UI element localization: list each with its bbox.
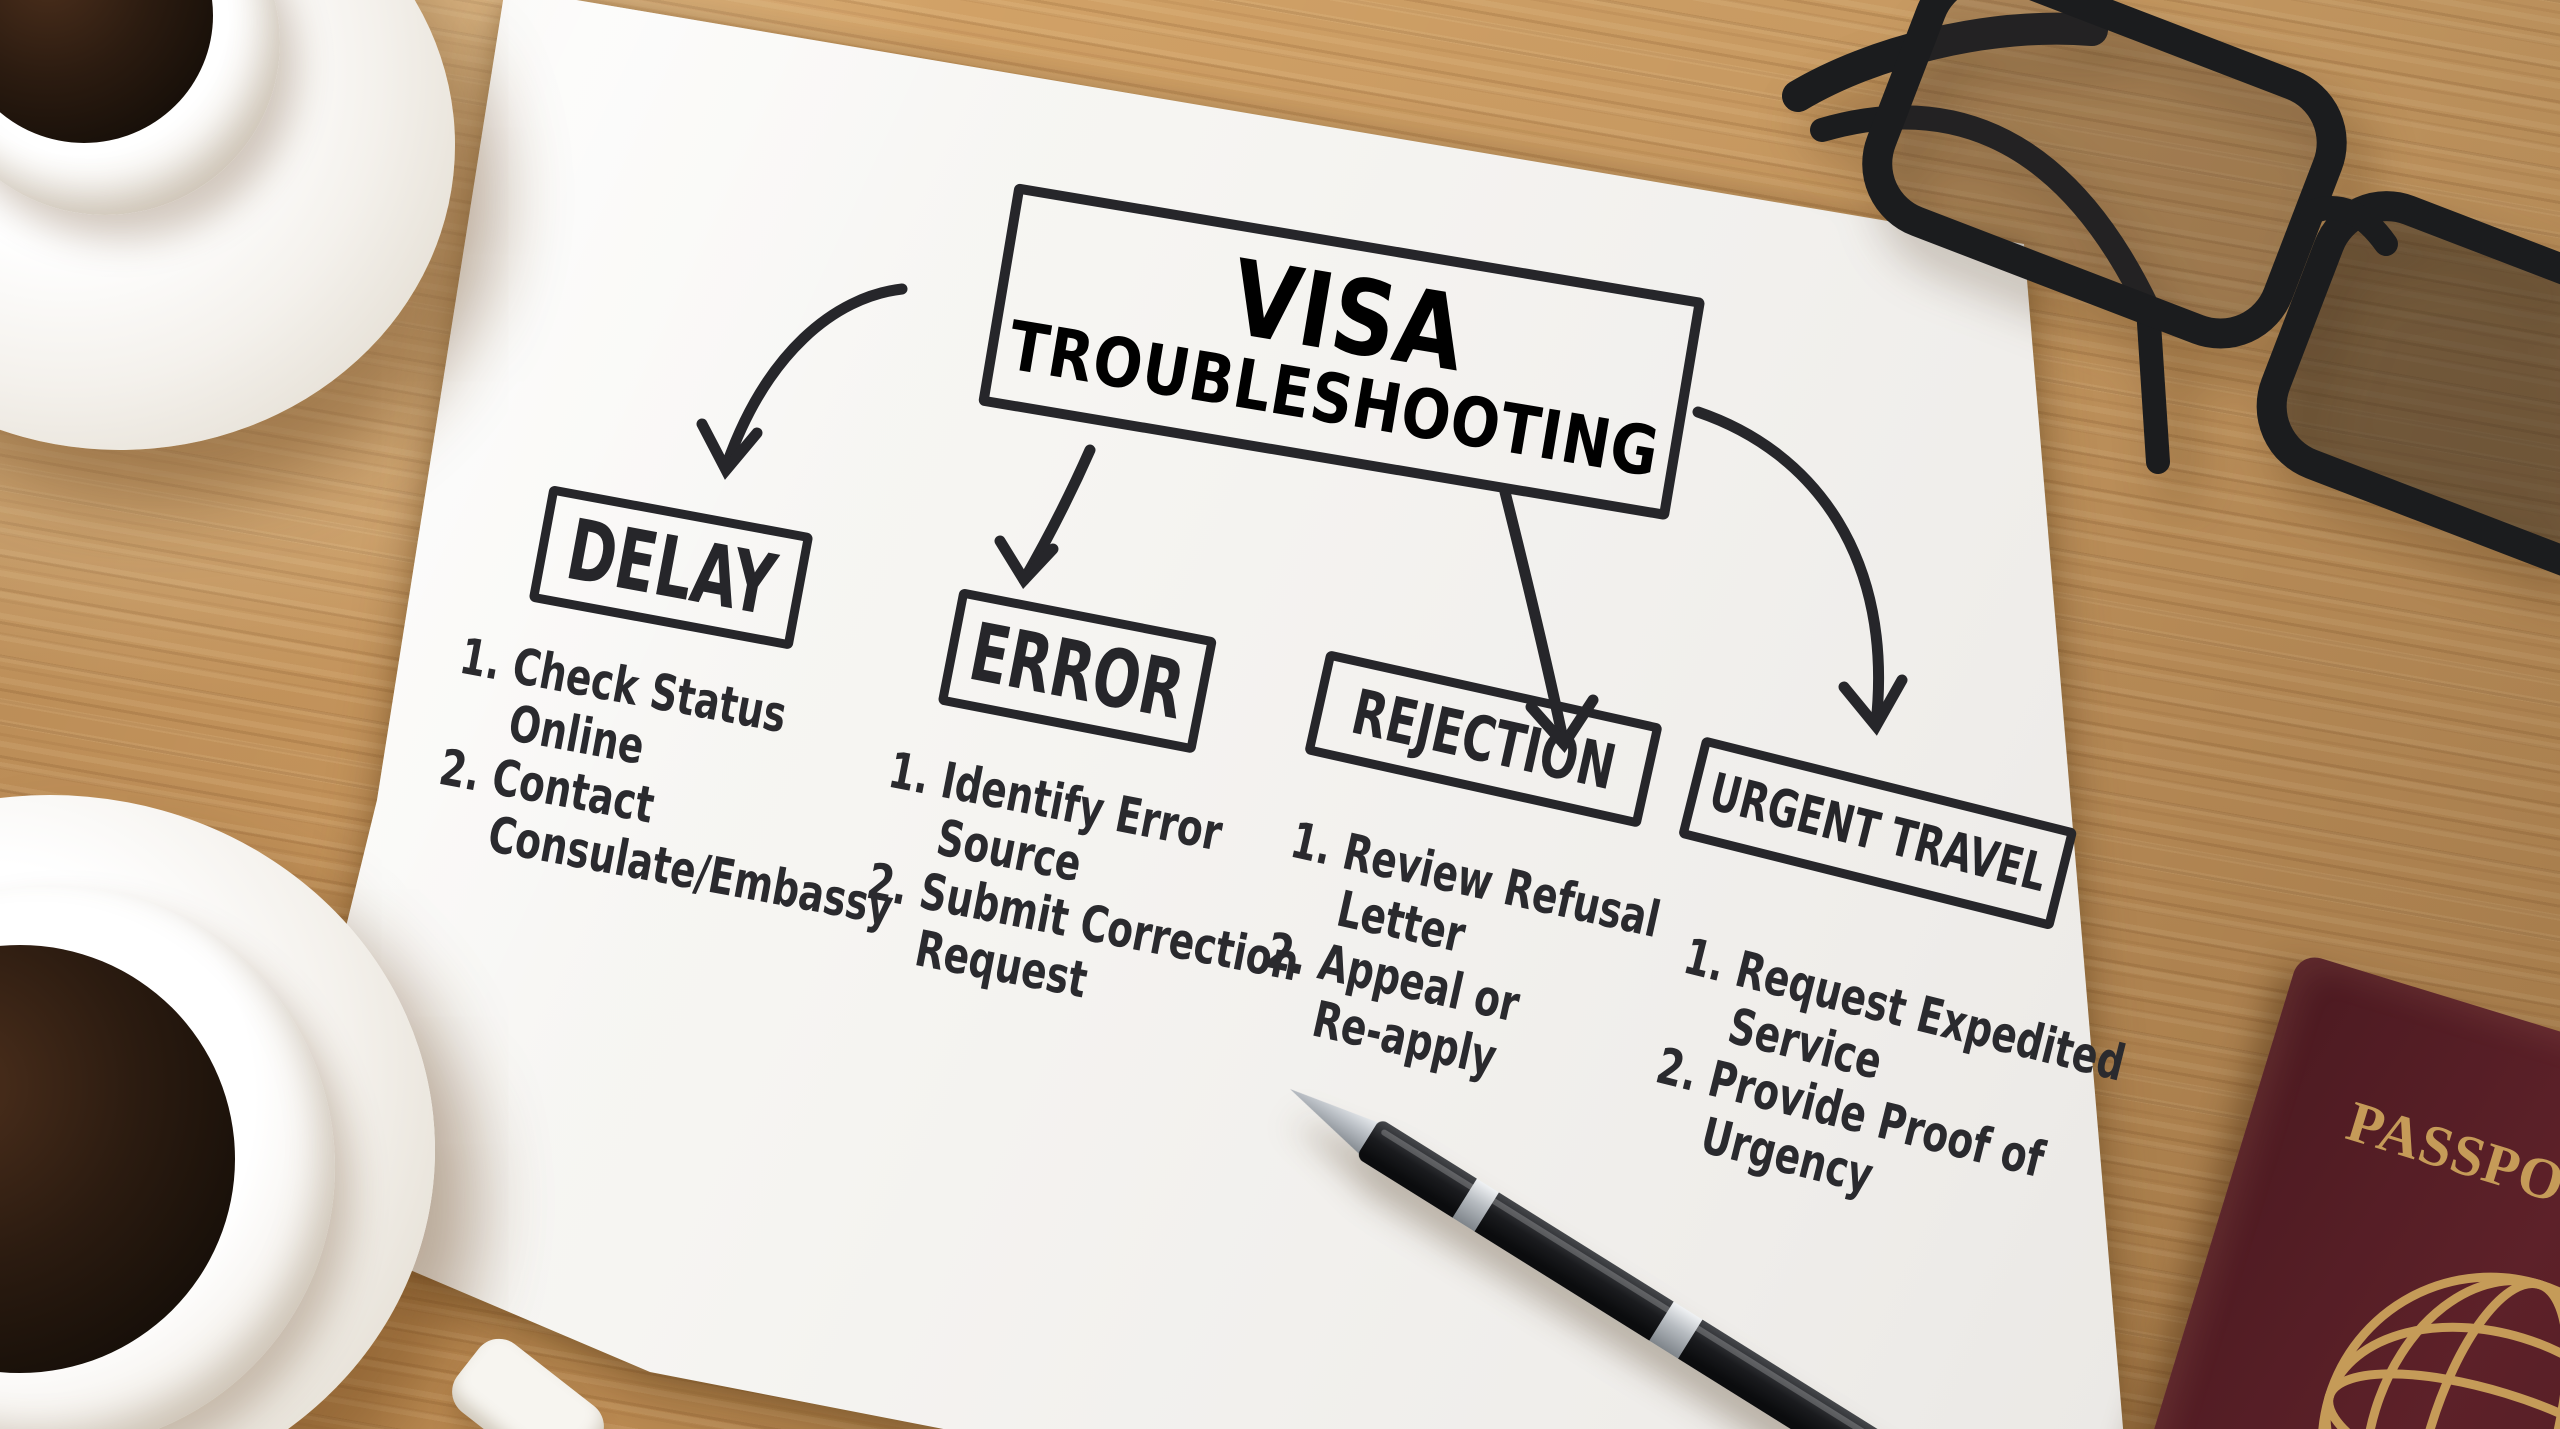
globe-icon: [2317, 1272, 2560, 1429]
passport-title: PASSPO: [2339, 1088, 2560, 1216]
passport-cover: PASSPO: [2066, 952, 2560, 1429]
